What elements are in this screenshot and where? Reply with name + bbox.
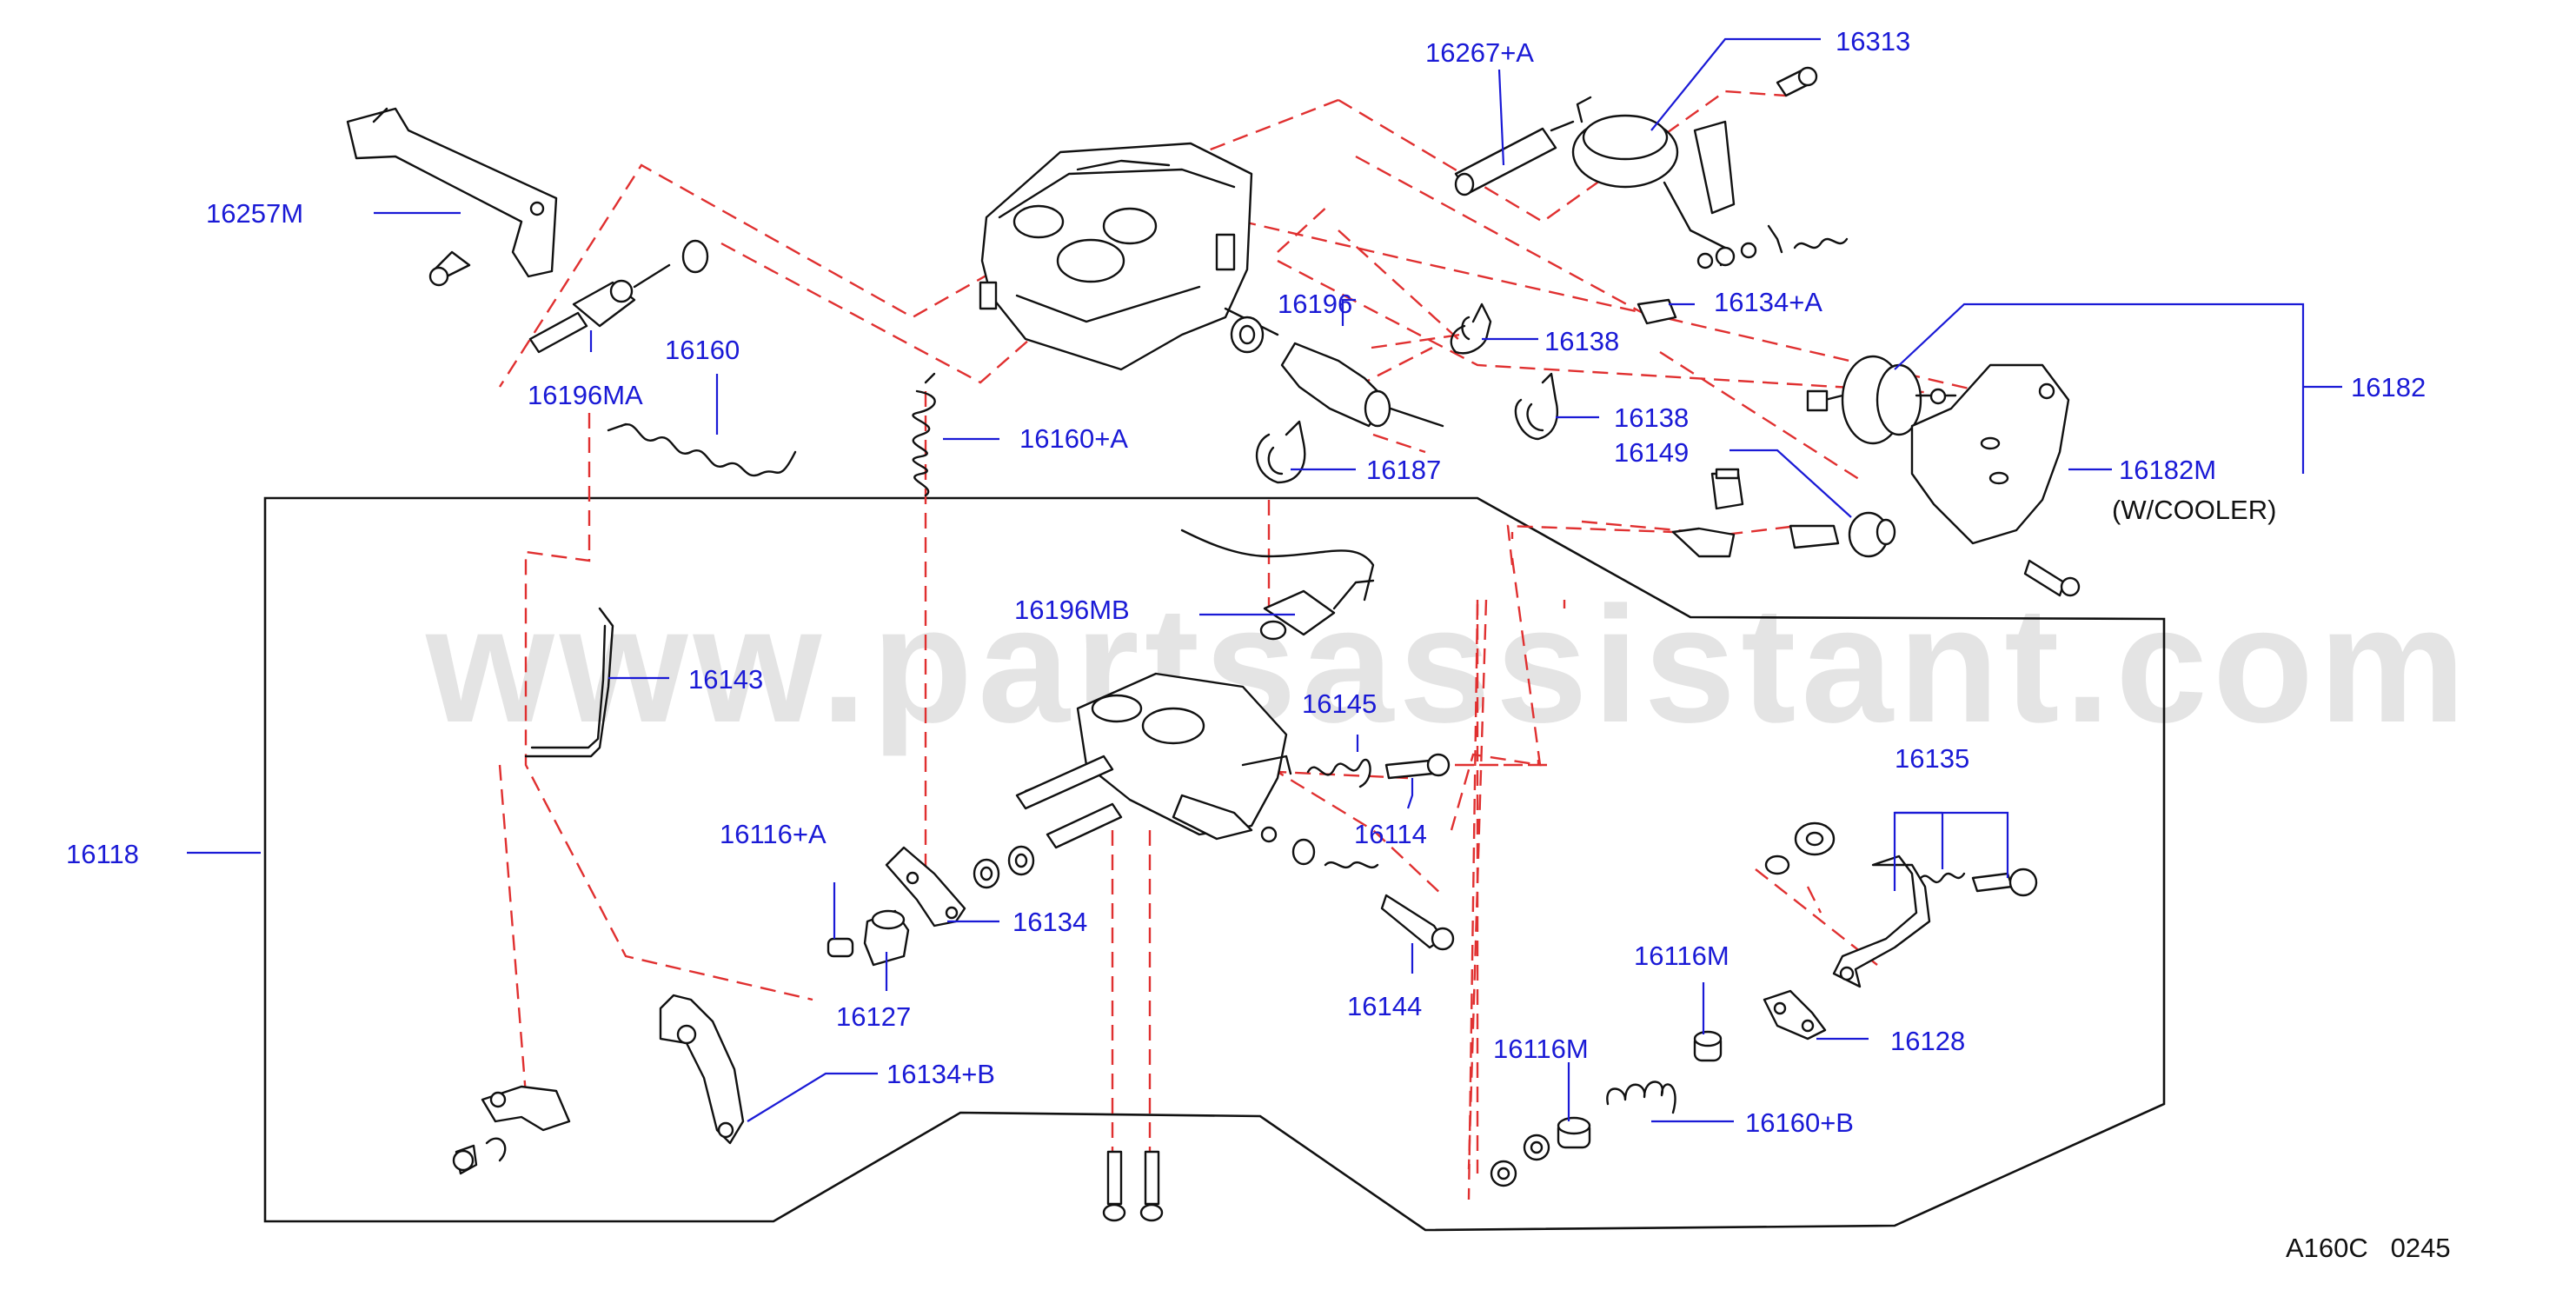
label-16160b: 16160+B — [1745, 1107, 1854, 1138]
fitting-16149[interactable] — [1671, 468, 1896, 558]
rod-16143[interactable] — [524, 607, 614, 758]
bushing-16116m-a[interactable] — [1693, 1030, 1723, 1062]
label-16138-a: 16138 — [1544, 326, 1619, 356]
diaphragm-16313[interactable] — [1571, 66, 1818, 325]
label-16196ma: 16196MA — [528, 380, 643, 410]
washers-16134[interactable] — [973, 845, 1035, 889]
label-16128: 16128 — [1890, 1026, 1965, 1056]
bolts-bottom[interactable] — [1102, 1150, 1164, 1222]
clip-16187[interactable] — [1256, 420, 1306, 484]
label-16114: 16114 — [1354, 819, 1427, 849]
carburetor-body-upper[interactable] — [979, 142, 1253, 371]
label-16267a: 16267+A — [1425, 37, 1534, 68]
washer-16196[interactable] — [1230, 316, 1265, 354]
sensor-16196mb[interactable] — [1180, 529, 1375, 641]
clip-16138-a[interactable] — [1450, 303, 1492, 355]
screw-16114[interactable] — [1384, 753, 1451, 780]
spring-16160a[interactable] — [912, 372, 936, 497]
washers-16313[interactable] — [1696, 224, 1849, 269]
label-16196: 16196 — [1278, 289, 1352, 319]
label-16257m: 16257M — [206, 198, 303, 229]
label-16134a: 16134+A — [1714, 287, 1822, 317]
label-16127: 16127 — [836, 1001, 911, 1032]
bracket-16182m[interactable] — [1910, 363, 2081, 597]
label-16196mb: 16196MB — [1014, 595, 1130, 625]
label-w-cooler: (W/COOLER) — [2112, 495, 2276, 525]
label-16134b: 16134+B — [886, 1059, 995, 1089]
label-16135: 16135 — [1895, 743, 1969, 774]
bushing-16116m-b[interactable] — [1490, 1116, 1591, 1187]
throttle-body-lower[interactable] — [1015, 672, 1292, 849]
part-labels: 16313 16267+A 16257M 16134+A 16196 16138… — [66, 26, 2426, 1138]
leader-lines — [187, 37, 2342, 1123]
label-16160: 16160 — [665, 335, 740, 365]
subassembly-frame — [263, 496, 2166, 1232]
watermark-text: www.partsassistant.com — [425, 573, 2471, 757]
spring-16160b[interactable] — [1606, 1081, 1676, 1114]
label-16313: 16313 — [1836, 26, 1910, 57]
linkage-bottom-left[interactable] — [452, 1085, 571, 1175]
label-16116a: 16116+A — [720, 819, 827, 849]
solenoid-16196ma[interactable] — [528, 239, 709, 354]
actuator-16182[interactable] — [1806, 355, 1957, 445]
label-16182m: 16182M — [2119, 455, 2216, 485]
label-16187: 16187 — [1366, 455, 1441, 485]
label-16116m-a: 16116M — [1634, 941, 1730, 971]
label-16118: 16118 — [66, 839, 139, 869]
label-16145: 16145 — [1302, 688, 1377, 719]
hose-16267a[interactable] — [1454, 120, 1575, 196]
label-16138-b: 16138 — [1614, 402, 1689, 433]
diagram-code: A160C 0245 — [2286, 1233, 2451, 1263]
label-16144: 16144 — [1347, 991, 1422, 1021]
clip-16138-b[interactable] — [1514, 372, 1558, 441]
label-16116m-b: 16116M — [1493, 1034, 1589, 1064]
bracket-16128[interactable] — [1763, 989, 1827, 1041]
spring-16160[interactable] — [607, 422, 797, 477]
label-16143: 16143 — [688, 664, 763, 695]
lever-16134[interactable] — [885, 846, 966, 928]
assembly-lines — [498, 90, 2000, 1200]
label-16134: 16134 — [1012, 907, 1087, 937]
lever-16135[interactable] — [1764, 821, 2038, 988]
label-16182: 16182 — [2351, 372, 2426, 402]
bracket-16134b[interactable] — [659, 994, 745, 1145]
bracket-16257m[interactable] — [346, 107, 558, 287]
spring-16145[interactable] — [1306, 758, 1371, 788]
label-16160a: 16160+A — [1019, 423, 1128, 454]
label-16149: 16149 — [1614, 437, 1689, 468]
bushing-16116a[interactable] — [827, 909, 910, 967]
screw-16144[interactable] — [1260, 826, 1455, 951]
